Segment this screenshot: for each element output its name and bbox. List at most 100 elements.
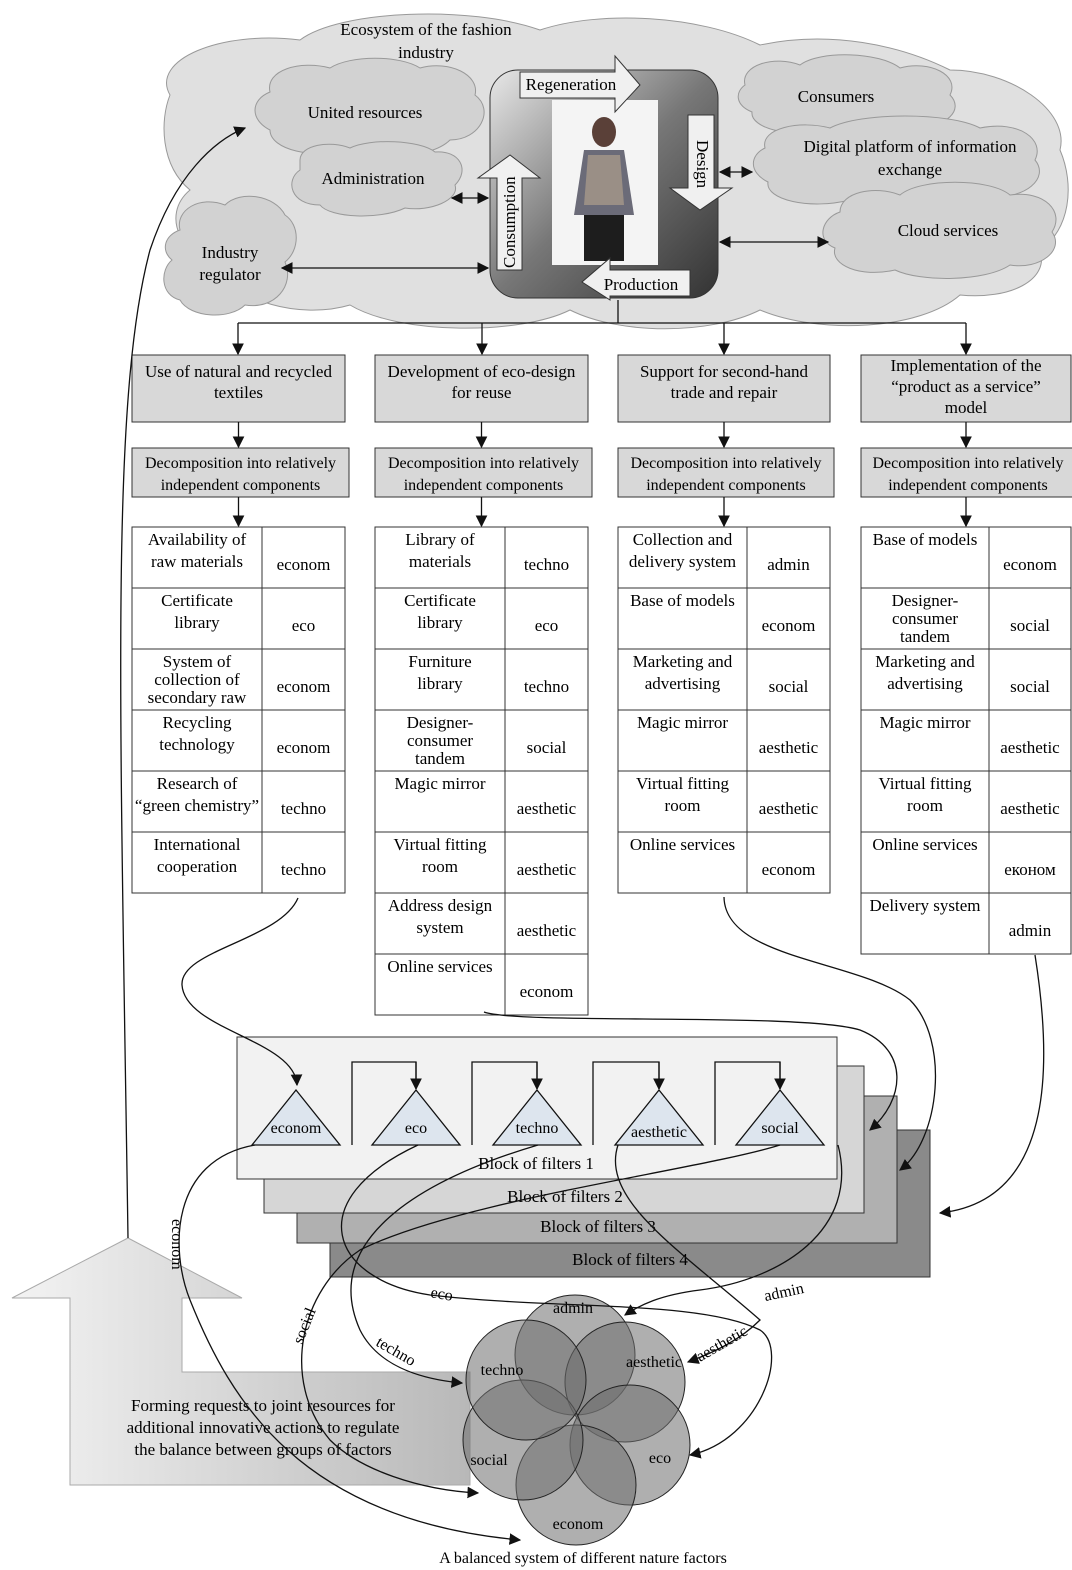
component-row-box bbox=[374, 709, 589, 772]
component-name: room bbox=[907, 796, 943, 815]
component-name: Library of bbox=[405, 530, 475, 549]
component-name: Online services bbox=[387, 957, 492, 976]
component-name: Virtual fitting bbox=[879, 774, 972, 793]
balance-circles bbox=[462, 1294, 691, 1546]
flow-label-econom: econom bbox=[168, 1219, 185, 1270]
flow-curves bbox=[120, 126, 1045, 1545]
decomposition-box bbox=[860, 447, 1072, 498]
decomposition-box bbox=[374, 447, 593, 498]
digital-platform-line2: exchange bbox=[878, 160, 942, 179]
circle-aesthetic-label: aesthetic bbox=[626, 1354, 682, 1371]
component-tag: social bbox=[1010, 616, 1050, 635]
filter-triangle-label: techno bbox=[516, 1120, 559, 1137]
component-tag: techno bbox=[524, 555, 569, 574]
filter-blocks: Block of filters 1 Block of filters 2 Bl… bbox=[236, 1036, 931, 1278]
component-row-box bbox=[131, 770, 346, 833]
component-tag: eco bbox=[535, 616, 559, 635]
component-name: Address design bbox=[388, 896, 493, 915]
component-name: Collection and bbox=[633, 530, 733, 549]
component-row-box bbox=[617, 831, 831, 894]
component-row: Address design system aesthetic bbox=[374, 892, 589, 955]
component-row-box bbox=[374, 831, 589, 894]
component-name: library bbox=[174, 613, 220, 632]
component-row: Marketing and advertising social bbox=[860, 648, 1072, 711]
component-name: Virtual fitting bbox=[394, 835, 487, 854]
strategy-title-line: for reuse bbox=[452, 383, 512, 402]
lifecycle-frame: Regeneration Design Production Consumpti… bbox=[476, 54, 734, 301]
circle-admin-label: admin bbox=[553, 1300, 593, 1317]
component-tag: social bbox=[769, 677, 809, 696]
component-row-box bbox=[131, 526, 346, 589]
filter-triangle-label: econom bbox=[271, 1120, 322, 1137]
component-row-box bbox=[860, 526, 1072, 589]
filter-triangle-eco bbox=[370, 1088, 462, 1146]
component-name: Magic mirror bbox=[879, 713, 970, 732]
decomposition-line: independent components bbox=[161, 477, 321, 494]
component-row-box bbox=[860, 709, 1072, 772]
strategy-title-line: “product as a service” bbox=[891, 377, 1041, 396]
balance-circle-labels: admin aesthetic eco econom social techno bbox=[470, 1300, 682, 1533]
flow-label-admin: admin bbox=[763, 1280, 806, 1305]
decomposition-box bbox=[131, 447, 350, 498]
component-name: technology bbox=[159, 735, 235, 754]
component-tag: techno bbox=[524, 677, 569, 696]
cloud-united-resources: United resources bbox=[254, 57, 485, 157]
component-row-box bbox=[131, 648, 346, 711]
component-tag: techno bbox=[281, 799, 326, 818]
strategy-title-line: model bbox=[945, 398, 988, 417]
cloud-cloud-services: Cloud services bbox=[822, 181, 1057, 279]
component-tag: aesthetic bbox=[517, 921, 577, 940]
industry-regulator-line1: Industry bbox=[202, 243, 259, 262]
component-name: Research of bbox=[157, 774, 238, 793]
component-name: Availability of bbox=[148, 530, 247, 549]
strategy-title-line: Support for second-hand bbox=[640, 362, 809, 381]
filter-block-4-label: Block of filters 4 bbox=[572, 1250, 688, 1269]
component-name: International bbox=[154, 835, 241, 854]
cloud-administration: Administration bbox=[291, 141, 463, 217]
component-name: tandem bbox=[415, 749, 465, 768]
strategy-column-1: Use of natural and recycledtextilesDecom… bbox=[131, 354, 350, 894]
flow-label-techno: techno bbox=[373, 1334, 418, 1370]
ecosystem-title-line2: industry bbox=[398, 43, 454, 62]
component-name: system bbox=[416, 918, 463, 937]
component-tag: social bbox=[1010, 677, 1050, 696]
component-row-box bbox=[617, 709, 831, 772]
component-row: Research of“green chemistry”techno bbox=[131, 770, 346, 833]
component-name: library bbox=[417, 613, 463, 632]
ecosystem-title-line1: Ecosystem of the fashion bbox=[340, 20, 512, 39]
strategy-title-line: Implementation of the bbox=[890, 356, 1041, 375]
filter-triangle-label: social bbox=[761, 1120, 799, 1137]
component-name: Marketing and bbox=[875, 652, 975, 671]
component-name: Certificate bbox=[161, 591, 233, 610]
component-row-box bbox=[374, 953, 589, 1016]
component-name: Online services bbox=[872, 835, 977, 854]
component-name: Furniture bbox=[408, 652, 471, 671]
filter-triangle-aesthetic bbox=[613, 1088, 705, 1146]
component-row-box bbox=[860, 892, 1072, 955]
united-resources-label: United resources bbox=[308, 103, 423, 122]
consumers-label: Consumers bbox=[798, 87, 875, 106]
strategy-title-line: textiles bbox=[214, 383, 263, 402]
component-name: tandem bbox=[900, 627, 950, 646]
filter-block-2-label: Block of filters 2 bbox=[507, 1187, 623, 1206]
component-tag: econom bbox=[277, 738, 331, 757]
component-name: advertising bbox=[887, 674, 963, 693]
requests-line3: the balance between groups of factors bbox=[134, 1440, 391, 1459]
component-row-box bbox=[860, 648, 1072, 711]
strategy-title-line: Use of natural and recycled bbox=[145, 362, 332, 381]
circle-social-label: social bbox=[470, 1452, 508, 1469]
circle-techno-label: techno bbox=[481, 1362, 524, 1379]
filter-block-3-label: Block of filters 3 bbox=[540, 1217, 656, 1236]
circle-econom-label: econom bbox=[553, 1516, 604, 1533]
